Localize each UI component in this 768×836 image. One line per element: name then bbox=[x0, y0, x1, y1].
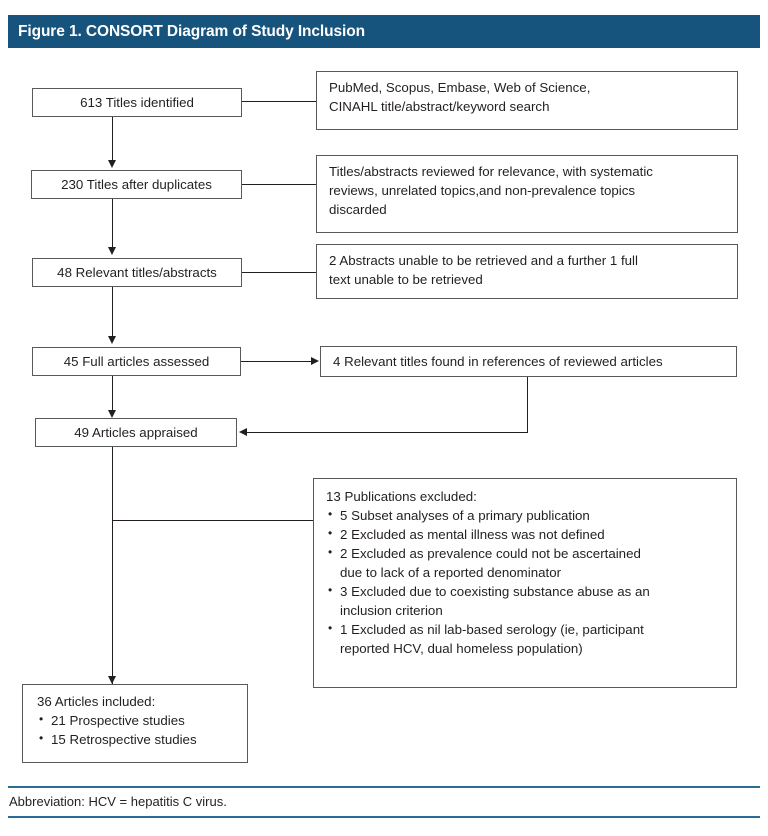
connector-box4-to-box5 bbox=[112, 376, 114, 411]
list-item: 5 Subset analyses of a primary publicati… bbox=[326, 505, 726, 525]
arrow-down-box1-box2 bbox=[108, 160, 116, 168]
connector-box5-to-excluded bbox=[112, 520, 313, 522]
list-item: 21 Prospective studies bbox=[37, 710, 239, 730]
included-list: 21 Prospective studies 15 Retrospective … bbox=[37, 710, 239, 749]
connector-box5-trunk bbox=[112, 447, 114, 685]
box-references-titles: 4 Relevant titles found in references of… bbox=[320, 346, 737, 377]
box-relevant-titles-abstracts-label: 48 Relevant titles/abstracts bbox=[57, 265, 217, 280]
arrow-down-box5-included bbox=[108, 676, 116, 684]
footnote-rule-bottom bbox=[8, 816, 760, 818]
box-titles-after-duplicates-label: 230 Titles after duplicates bbox=[61, 177, 212, 192]
box-articles-included: 36 Articles included: 21 Prospective stu… bbox=[22, 684, 248, 763]
box-titles-after-duplicates: 230 Titles after duplicates bbox=[31, 170, 242, 199]
box-articles-included-lead: 36 Articles included: bbox=[37, 694, 156, 709]
list-item: 1 Excluded as nil lab-based serology (ie… bbox=[326, 619, 726, 658]
arrow-left-references-box5 bbox=[239, 428, 247, 436]
footnote-text: Abbreviation: HCV = hepatitis C virus. bbox=[9, 794, 227, 809]
arrow-right-box4-references bbox=[311, 357, 319, 365]
connector-references-to-box5 bbox=[247, 432, 528, 434]
box-search-sources: PubMed, Scopus, Embase, Web of Science, … bbox=[316, 71, 738, 130]
box-unretrievable-label: 2 Abstracts unable to be retrieved and a… bbox=[329, 253, 638, 287]
list-item: 2 Excluded as prevalence could not be as… bbox=[326, 543, 726, 582]
arrow-down-box4-box5 bbox=[108, 410, 116, 418]
footnote-rule-top bbox=[8, 786, 760, 788]
list-item: 2 Excluded as mental illness was not def… bbox=[326, 524, 726, 544]
figure-title: Figure 1. CONSORT Diagram of Study Inclu… bbox=[18, 22, 365, 40]
connector-box1-to-box2 bbox=[112, 117, 114, 161]
arrow-down-box2-box3 bbox=[108, 247, 116, 255]
box-publications-excluded: 13 Publications excluded: 5 Subset analy… bbox=[313, 478, 737, 688]
box-references-titles-label: 4 Relevant titles found in references of… bbox=[333, 354, 663, 369]
box-full-articles-assessed: 45 Full articles assessed bbox=[32, 347, 241, 376]
box-publications-excluded-lead: 13 Publications excluded: bbox=[326, 489, 477, 504]
connector-box1-to-sources bbox=[242, 101, 316, 103]
box-relevance-review: Titles/abstracts reviewed for relevance,… bbox=[316, 155, 738, 233]
box-relevance-review-label: Titles/abstracts reviewed for relevance,… bbox=[329, 164, 653, 217]
box-articles-appraised: 49 Articles appraised bbox=[35, 418, 237, 447]
box-titles-identified-label: 613 Titles identified bbox=[80, 95, 194, 110]
list-item: 15 Retrospective studies bbox=[37, 729, 239, 749]
connector-box4-to-references bbox=[241, 361, 312, 363]
box-full-articles-assessed-label: 45 Full articles assessed bbox=[63, 354, 210, 369]
arrow-down-box3-box4 bbox=[108, 336, 116, 344]
box-search-sources-label: PubMed, Scopus, Embase, Web of Science, … bbox=[329, 80, 591, 114]
box-relevant-titles-abstracts: 48 Relevant titles/abstracts bbox=[32, 258, 242, 287]
box-unretrievable: 2 Abstracts unable to be retrieved and a… bbox=[316, 244, 738, 299]
connector-box3-to-unretrievable bbox=[242, 272, 316, 274]
connector-box2-to-review bbox=[242, 184, 316, 186]
figure-title-banner: Figure 1. CONSORT Diagram of Study Inclu… bbox=[8, 15, 760, 48]
box-articles-appraised-label: 49 Articles appraised bbox=[74, 425, 198, 440]
connector-box2-to-box3 bbox=[112, 199, 114, 248]
excluded-list: 5 Subset analyses of a primary publicati… bbox=[326, 505, 726, 658]
list-item: 3 Excluded due to coexisting substance a… bbox=[326, 581, 726, 620]
connector-references-down bbox=[527, 377, 529, 433]
box-titles-identified: 613 Titles identified bbox=[32, 88, 242, 117]
connector-box3-to-box4 bbox=[112, 287, 114, 337]
